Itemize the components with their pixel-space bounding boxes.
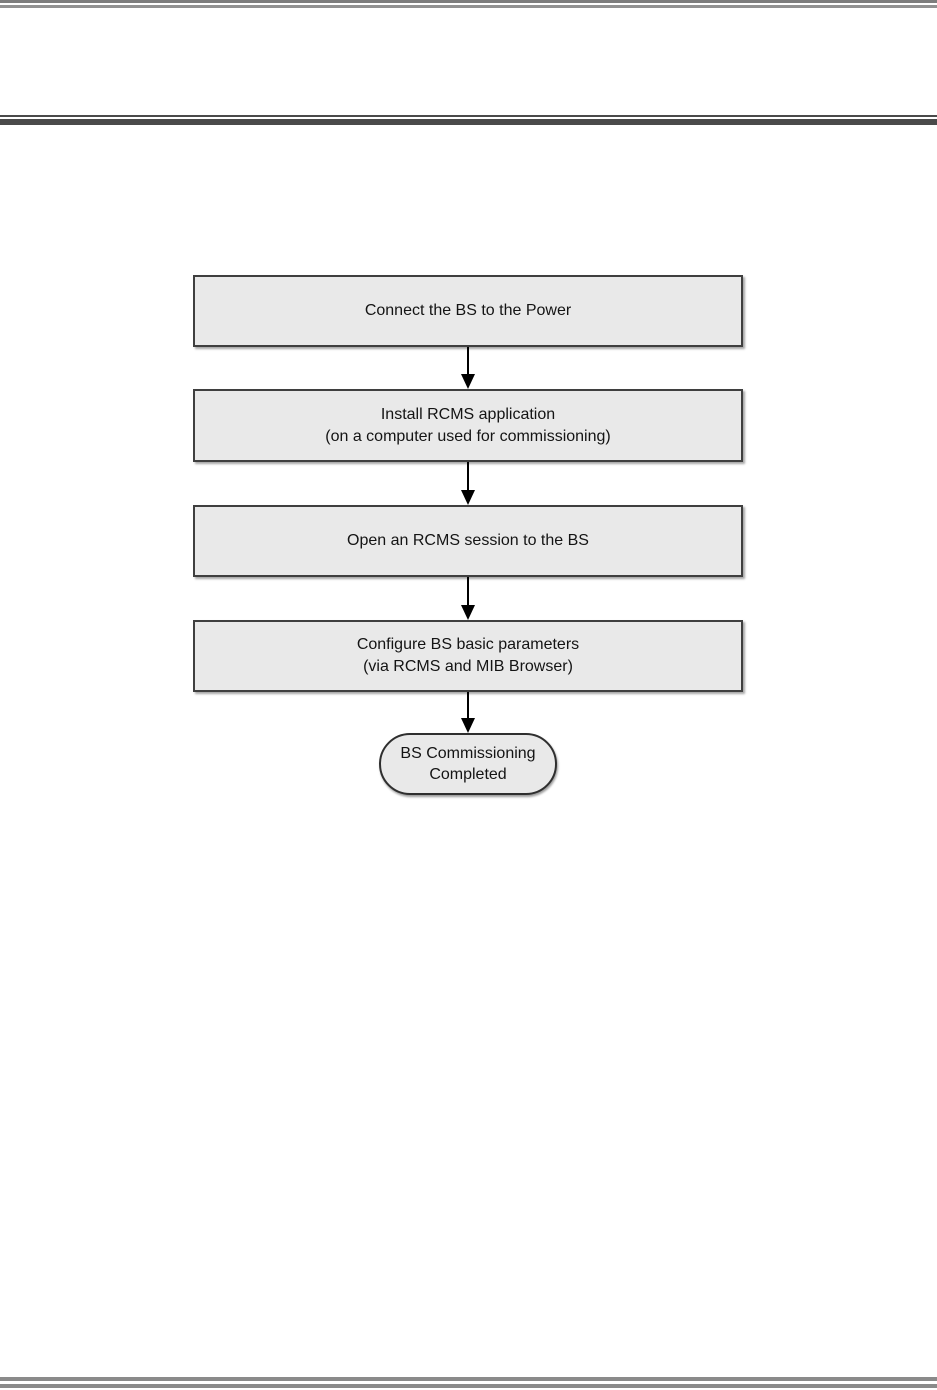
flowchart-terminator-completed: BS Commissioning Completed [379,733,557,795]
arrow-down-icon [461,605,475,620]
flowchart-step-label: Open an RCMS session to the BS [347,532,589,549]
flowchart-step-install-rcms: Install RCMS application (on a computer … [193,389,743,462]
page-top-border [0,0,937,8]
terminator-label-line2: Completed [429,766,507,783]
header-divider-gap [0,117,937,119]
header-divider-thick-line [0,119,937,125]
page-bottom-border-line-1 [0,1377,937,1381]
header-divider-thin-line [0,115,937,117]
flowchart-step-label: Install RCMS application [380,405,556,423]
arrow-down-icon [461,490,475,505]
flowchart-step-sublabel: (via RCMS and MIB Browser) [363,658,573,675]
arrow-down-icon [461,374,475,389]
arrow-down-icon [461,718,475,733]
terminator-label-line1: BS Commissioning [400,745,536,762]
flowchart-step-label: Configure BS basic parameters [356,636,580,653]
flowchart-step-sublabel: (on a computer used for commissioning) [325,427,611,445]
page-bottom-border [0,1377,937,1388]
flowchart-step-connect-power: Connect the BS to the Power [193,275,743,347]
arrow-line [467,577,469,605]
arrow-line [467,347,469,374]
page-top-border-line-2 [0,5,937,8]
flowchart-step-label: Connect the BS to the Power [364,302,572,319]
arrow-line [467,692,469,718]
flow-arrow-4 [458,692,478,733]
bs-commissioning-flowchart: Connect the BS to the Power Install RCMS… [193,275,743,795]
header-divider [0,115,937,125]
page-bottom-border-gap [0,1381,937,1384]
flow-arrow-3 [458,577,478,620]
flowchart-step-open-session: Open an RCMS session to the BS [193,505,743,577]
page-top-border-gap [0,3,937,5]
flow-arrow-2 [458,462,478,505]
flow-arrow-1 [458,347,478,389]
page-bottom-border-line-2 [0,1384,937,1388]
page-top-border-line-1 [0,0,937,3]
arrow-line [467,462,469,490]
flowchart-step-configure-params: Configure BS basic parameters (via RCMS … [193,620,743,692]
